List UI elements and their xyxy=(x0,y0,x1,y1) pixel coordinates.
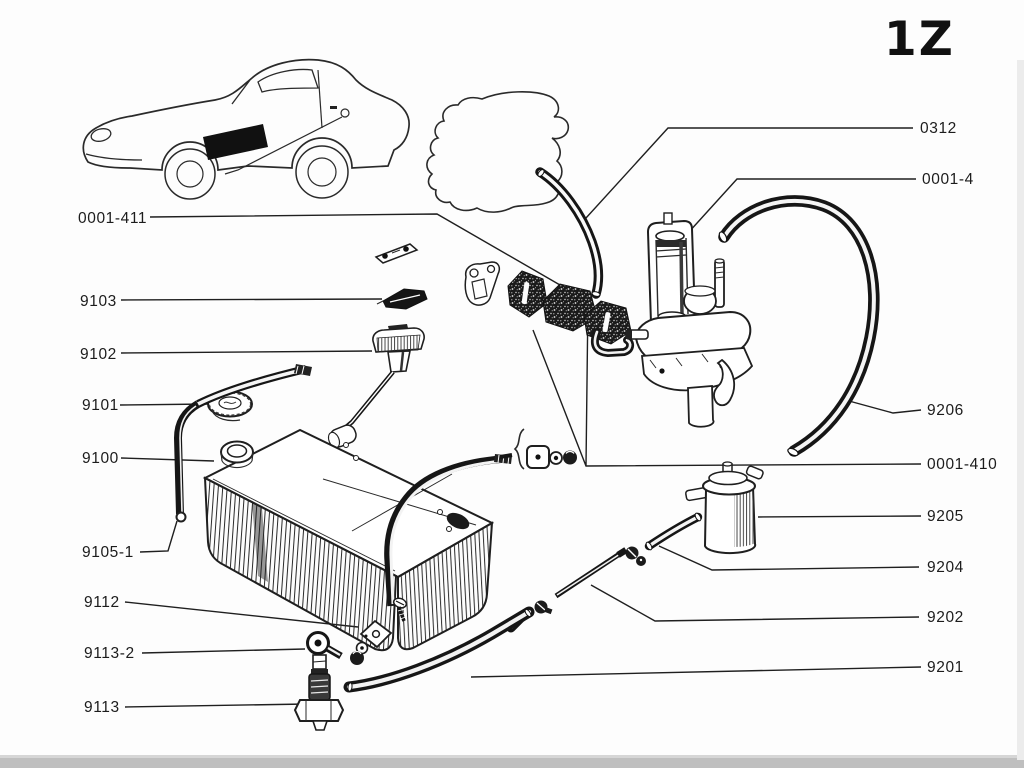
tank-strap-left xyxy=(173,364,312,523)
callout-right-9206: 9206 xyxy=(927,402,964,419)
leader-9202 xyxy=(590,584,920,622)
drain-valve-9113 xyxy=(293,654,345,731)
callout-labels: 1Z 0001-411 9103 9102 9101 9100 9105-1 9… xyxy=(78,12,997,716)
fuel-hose-9204 xyxy=(644,512,703,551)
scan-edge xyxy=(0,60,1024,768)
callout-left-0001-411: 0001-411 xyxy=(78,210,147,227)
body-panel-outline xyxy=(426,91,570,213)
pump-outlet xyxy=(687,385,715,428)
vent-hose-0312 xyxy=(535,167,604,299)
nut-icon xyxy=(563,450,577,465)
lower-hose xyxy=(343,606,535,693)
callout-left-9112: 9112 xyxy=(84,594,120,611)
tank-location-marker xyxy=(203,124,268,160)
callout-right-0001-4: 0001-4 xyxy=(922,171,974,188)
fuel-pipe xyxy=(554,547,628,599)
leader-0001-411 xyxy=(149,213,561,286)
fuel-gauge-sender xyxy=(327,324,425,449)
pump-lever xyxy=(713,358,736,407)
strap-fasteners xyxy=(499,428,577,470)
brace-icon xyxy=(513,428,525,470)
leader-0001-4 xyxy=(687,178,916,234)
callout-left-9102: 9102 xyxy=(80,346,117,363)
leader-9103 xyxy=(120,298,383,301)
fuel-filter xyxy=(685,461,764,555)
door-handle-icon xyxy=(330,106,337,109)
fuel-hose-9206 xyxy=(718,195,880,457)
rear-wheel-icon xyxy=(295,145,349,199)
fuel-pump xyxy=(625,212,754,428)
callout-left-9105-1: 9105-1 xyxy=(82,544,134,561)
leader-9206 xyxy=(848,400,922,414)
strap-screw xyxy=(392,597,408,622)
leader-9105-1 xyxy=(139,520,178,553)
sender-opening xyxy=(446,512,470,530)
leader-9201 xyxy=(470,666,922,678)
strap-eyelet xyxy=(175,511,187,523)
leader-9112 xyxy=(124,601,359,628)
pipe-clamp xyxy=(534,600,553,615)
mounting-bracket xyxy=(374,243,419,264)
tank-front-face xyxy=(203,476,398,652)
callout-right-9201: 9201 xyxy=(927,659,964,676)
banjo-elbow-9113-2 xyxy=(306,631,343,660)
front-wheel-icon xyxy=(164,148,216,200)
leader-9205 xyxy=(757,515,922,518)
callout-left-9113-2: 9113-2 xyxy=(84,645,135,662)
rubber-pad-9103 xyxy=(376,288,428,310)
leader-0312 xyxy=(585,127,913,219)
grommet-pads xyxy=(507,270,632,345)
headlight-icon xyxy=(90,128,112,142)
callout-right-9204: 9204 xyxy=(927,559,964,576)
gasket xyxy=(464,261,501,306)
callout-left-9113: 9113 xyxy=(84,699,120,716)
hose-clamps xyxy=(625,546,646,566)
drain-plate-9112 xyxy=(350,619,393,665)
fuel-tank xyxy=(202,428,495,652)
elbow-hose xyxy=(590,328,635,358)
callout-right-0001-410: 0001-410 xyxy=(927,456,997,473)
callout-right-0312: 0312 xyxy=(920,120,957,137)
tank-end-face xyxy=(397,521,494,651)
car-location-inset xyxy=(82,58,410,200)
page-code: 1Z xyxy=(884,12,955,67)
callout-left-9101: 9101 xyxy=(82,397,119,414)
callout-left-9103: 9103 xyxy=(80,293,117,310)
leader-9204 xyxy=(658,545,920,571)
filler-route-line xyxy=(224,116,343,175)
callout-left-9100: 9100 xyxy=(82,450,119,467)
callout-right-9205: 9205 xyxy=(927,508,964,525)
leader-9113-2 xyxy=(141,648,306,654)
leader-9102 xyxy=(120,350,373,354)
leader-9113 xyxy=(124,703,308,708)
leader-9100 xyxy=(120,457,215,462)
filler-point-icon xyxy=(340,108,350,118)
callout-right-9202: 9202 xyxy=(927,609,964,626)
